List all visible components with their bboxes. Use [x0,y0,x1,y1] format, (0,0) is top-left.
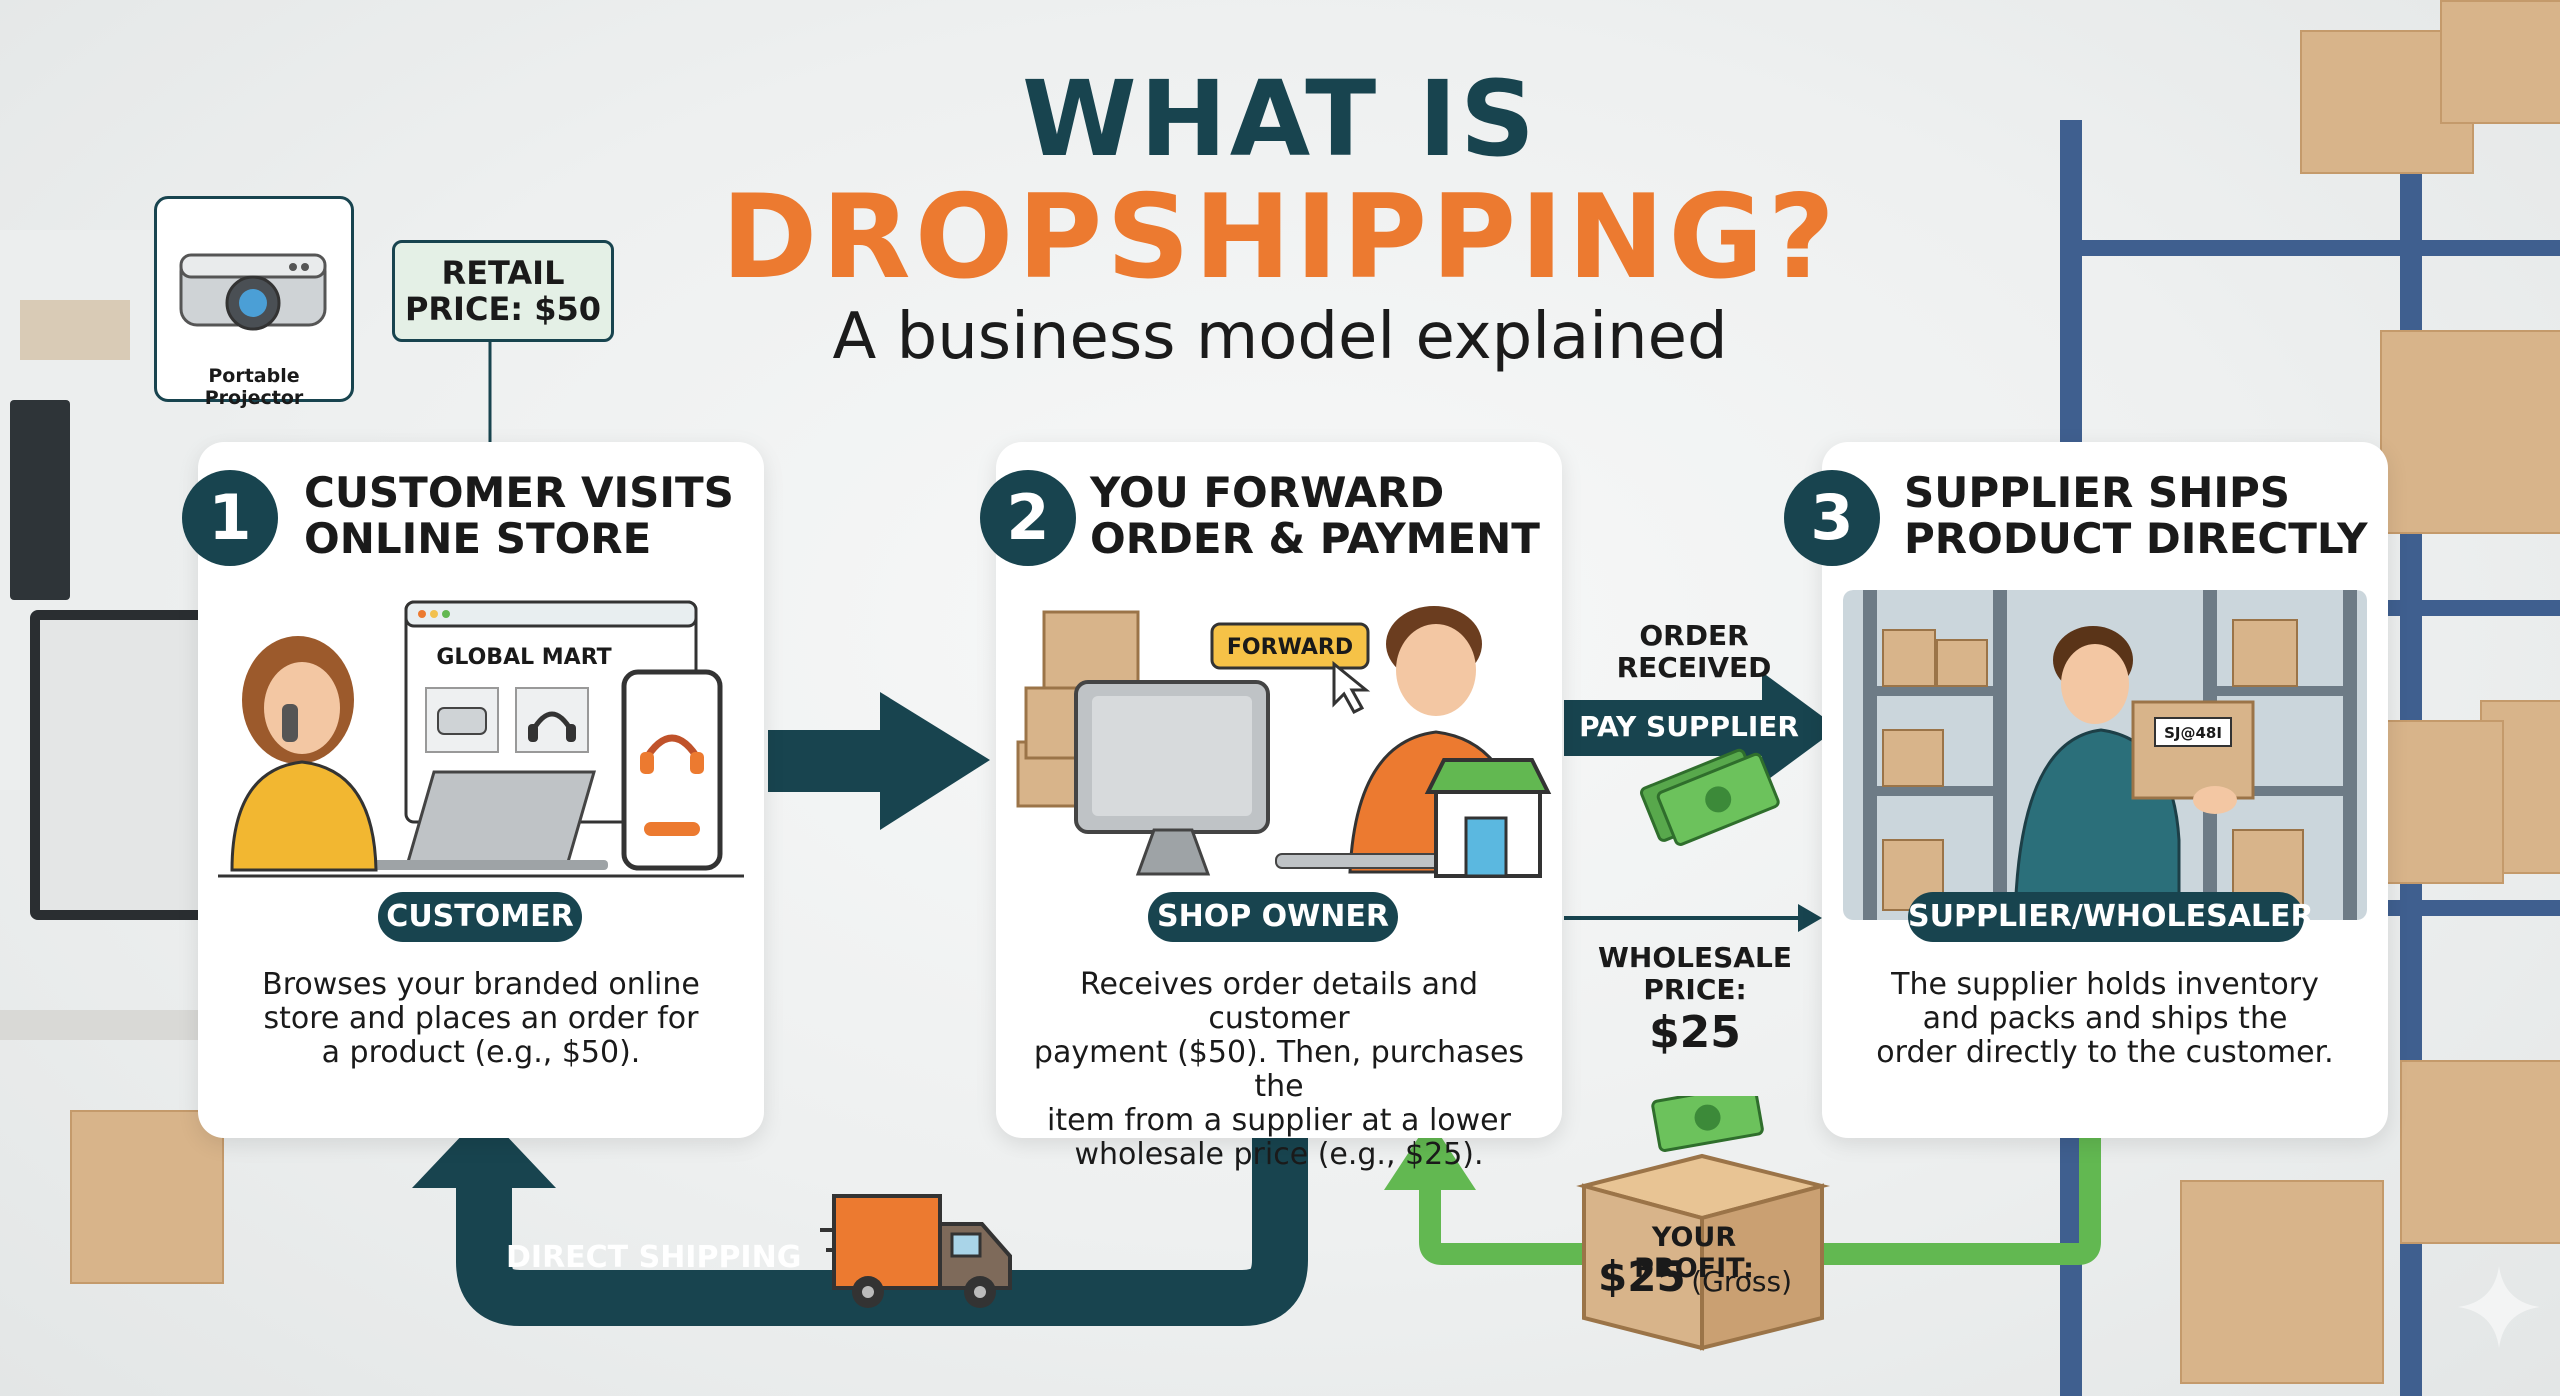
step-1-desc-line-1: Browses your branded online [262,967,700,1002]
step-3-number: 3 [1784,470,1880,566]
profit-note: (Gross) [1691,1265,1792,1298]
step-3-desc-line-3: order directly to the customer. [1876,1035,2334,1070]
step-3-title-line-1: SUPPLIER SHIPS [1904,468,2291,517]
role-badge-supplier: SUPPLIER/WHOLESALER [1908,892,2314,942]
step-1-number: 1 [182,470,278,566]
wholesale-price-label: WHOLESALE PRICE: $25 [1570,942,1820,1060]
profit-cash-icon [1651,1096,1764,1152]
wholesale-line-1: WHOLESALE [1598,941,1792,974]
shop-owner-illustration: FORWARD [1016,606,1552,878]
step-1-description: Browses your branded online store and pl… [218,968,744,1070]
truck-icon [820,1194,1012,1308]
retail-price-line-1: RETAIL [441,254,565,292]
supplier-illustration: SJ@48I [1843,590,2367,920]
profit-value: $25 [1598,1252,1686,1301]
step-2-desc-line-4: wholesale price (e.g., $25). [1074,1137,1484,1172]
wholesale-arrowhead [1798,904,1822,932]
cursor-icon [1332,660,1371,714]
step-1-desc-line-3: a product (e.g., $50). [321,1035,641,1070]
role-badge-customer: CUSTOMER [378,892,582,942]
subtitle: A business model explained [832,300,1728,374]
title-line-1: WHAT IS [1022,58,1538,180]
retail-price-tag: RETAIL PRICE: $50 [392,240,614,342]
cash-bills-icon [1640,748,1780,846]
step-3-desc-line-2: and packs and ships the [1922,1001,2288,1036]
pay-supplier-label: PAY SUPPLIER [1579,710,1799,743]
step-1-desc-line-2: store and places an order for [263,1001,699,1036]
step-1-title-line-2: ONLINE STORE [304,514,652,563]
direct-shipping-label: DIRECT SHIPPING [506,1240,802,1275]
step-3-description: The supplier holds inventory and packs a… [1842,968,2368,1070]
profit-label: YOUR PROFIT: [1634,1222,1754,1284]
customer-illustration: GLOBAL MART [218,600,744,878]
step-2-description: Receives order details and customer paym… [1010,968,1548,1172]
sparkle-icon [2458,1266,2540,1348]
forward-badge: FORWARD [1227,635,1353,660]
step-3-title-line-2: PRODUCT DIRECTLY [1904,514,2368,563]
order-received-line-2: RECEIVED [1616,651,1772,684]
profit-value-row: $25 (Gross) [1590,1252,1800,1301]
step-2-title-line-2: ORDER & PAYMENT [1090,514,1540,563]
retail-price-line-2: PRICE: $50 [404,290,602,328]
direct-shipping-arrowhead [412,1112,556,1188]
step-2-desc-line-1: Receives order details and customer [1079,967,1479,1036]
arrow-step1-to-step2 [768,692,990,830]
store-name: GLOBAL MART [436,645,611,670]
order-received-line-1: ORDER [1639,619,1749,652]
box-label: SJ@48I [2164,724,2222,742]
step-2-title-line-1: YOU FORWARD [1090,468,1445,517]
step-3-card: SJ@48I 3 SUPPLIER SHIPS PRODUCT DIRECTLY… [1784,442,2388,1138]
product-name: Portable Projector [204,365,304,409]
title-line-2: DROPSHIPPING? [721,170,1839,305]
pay-supplier-arrow [1564,672,1838,784]
step-2-desc-line-3: item from a supplier at a lower [1047,1103,1511,1138]
step-2-card: FORWARD 2 YOU FORWARD ORDER & PAYMENT SH… [980,442,1562,1172]
wholesale-line-2: PRICE: [1643,973,1747,1006]
profit-box-icon [1576,1096,1830,1351]
product-thumbnail: Portable Projector [154,196,354,409]
step-3-desc-line-1: The supplier holds inventory [1891,967,2319,1002]
step-2-desc-line-2: payment ($50). Then, purchases the [1033,1035,1525,1104]
order-received-label: ORDER RECEIVED [1574,620,1814,684]
step-1-card: GLOBAL MART 1 CUSTOMER VISITS ONLINE STO… [182,442,764,1138]
wholesale-value: $25 [1649,1007,1741,1058]
step-2-number: 2 [980,470,1076,566]
profit-arrowhead [1384,1120,1476,1190]
role-badge-shop-owner: SHOP OWNER [1148,892,1398,942]
step-1-title-line-1: CUSTOMER VISITS [304,468,734,517]
projector-icon [179,253,327,331]
